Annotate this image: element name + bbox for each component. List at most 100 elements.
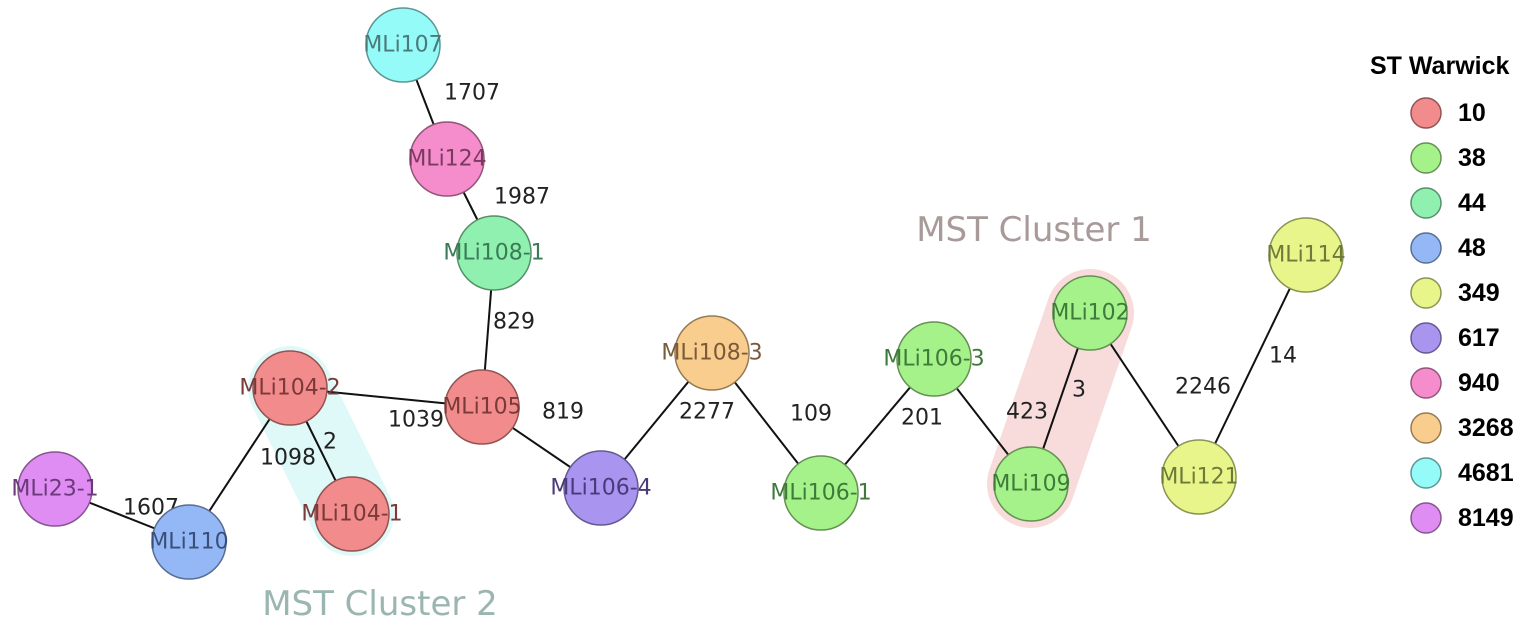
legend-swatch [1410, 457, 1442, 489]
node-circle [1268, 217, 1344, 293]
legend-swatch [1410, 412, 1442, 444]
edge-label-MLi124-MLi108-1: 1987 [494, 185, 550, 210]
legend-title: ST Warwick [1370, 52, 1509, 80]
node-MLi104-1[interactable]: MLi104-1 [301, 476, 403, 552]
node-MLi108-1[interactable]: MLi108-1 [443, 215, 545, 291]
legend-label: 10 [1458, 99, 1486, 127]
node-MLi106-4[interactable]: MLi106-4 [550, 450, 652, 526]
edge-label-MLi106-3-MLi109: 423 [1006, 400, 1048, 425]
node-label: MLi108-3 [661, 341, 762, 366]
node-circle [456, 215, 532, 291]
node-label: MLi110 [149, 530, 228, 555]
legend-label: 3268 [1458, 414, 1514, 442]
node-MLi124[interactable]: MLi124 [407, 121, 487, 197]
legend-swatch [1410, 277, 1442, 309]
legend-swatch [1410, 187, 1442, 219]
legend-label: 48 [1458, 234, 1486, 262]
legend-label: 617 [1458, 324, 1500, 352]
node-label: MLi106-4 [550, 476, 651, 501]
node-circle [365, 7, 441, 83]
node-label: MLi105 [442, 395, 521, 420]
legend-label: 349 [1458, 279, 1500, 307]
node-circle [252, 350, 328, 426]
node-circle [1052, 275, 1128, 351]
node-MLi106-3[interactable]: MLi106-3 [883, 321, 985, 397]
legend-swatch [1410, 142, 1442, 174]
legend-item-940: 940 [1410, 367, 1500, 399]
legend-swatch [1410, 97, 1442, 129]
legend-item-4681: 4681 [1410, 457, 1514, 489]
node-label: MLi109 [991, 472, 1070, 497]
node-circle [314, 476, 390, 552]
node-MLi107[interactable]: MLi107 [363, 7, 443, 83]
legend-label: 4681 [1458, 459, 1514, 487]
cluster-2-label: MST Cluster 2 [262, 584, 498, 624]
node-MLi105[interactable]: MLi105 [442, 369, 522, 445]
legend-label: 940 [1458, 369, 1500, 397]
node-circle [444, 369, 520, 445]
node-circle [563, 450, 639, 526]
node-label: MLi121 [1159, 465, 1238, 490]
legend-item-38: 38 [1410, 142, 1486, 174]
node-MLi23-1[interactable]: MLi23-1 [11, 451, 99, 527]
legend-item-10: 10 [1410, 97, 1486, 129]
node-label: MLi124 [407, 147, 486, 172]
edge-label-MLi108-1-MLi105: 829 [493, 310, 535, 335]
edge-label-MLi104-2-MLi105: 1039 [388, 408, 444, 433]
node-MLi104-2[interactable]: MLi104-2 [239, 350, 341, 426]
legend-swatch [1410, 232, 1442, 264]
node-label: MLi104-2 [239, 376, 340, 401]
node-circle [151, 504, 227, 580]
node-circle [409, 121, 485, 197]
node-MLi109[interactable]: MLi109 [991, 446, 1071, 522]
node-circle [674, 315, 750, 391]
legend-item-3268: 3268 [1410, 412, 1514, 444]
node-label: MLi106-1 [770, 481, 871, 506]
edge-label-MLi106-4-MLi108-3: 2277 [679, 400, 735, 425]
legend-items: 10 38 44 48 349 617 940 3268 4681 8149 [1410, 97, 1514, 534]
node-circle [993, 446, 1069, 522]
node-MLi106-1[interactable]: MLi106-1 [770, 455, 872, 531]
node-label: MLi114 [1266, 243, 1345, 268]
legend-swatch [1410, 322, 1442, 354]
edge-label-MLi108-3-MLi106-1: 109 [790, 402, 832, 427]
node-circle [17, 451, 93, 527]
legend-label: 44 [1458, 189, 1486, 217]
legend-label: 8149 [1458, 504, 1514, 532]
legend-item-8149: 8149 [1410, 502, 1514, 534]
legend-item-44: 44 [1410, 187, 1486, 219]
node-MLi102[interactable]: MLi102 [1050, 275, 1130, 351]
node-MLi114[interactable]: MLi114 [1266, 217, 1346, 293]
edge-label-MLi104-2-MLi110: 1098 [260, 446, 316, 471]
legend-item-349: 349 [1410, 277, 1500, 309]
legend-swatch [1410, 367, 1442, 399]
edge-label-MLi109-MLi102: 3 [1072, 378, 1086, 403]
edge-label-MLi107-MLi124: 1707 [444, 81, 500, 106]
legend-item-617: 617 [1410, 322, 1500, 354]
node-label: MLi102 [1050, 301, 1129, 326]
edge-label-MLi121-MLi114: 14 [1269, 344, 1297, 369]
edge-label-MLi102-MLi121: 2246 [1175, 375, 1231, 400]
node-MLi108-3[interactable]: MLi108-3 [661, 315, 763, 391]
node-MLi121[interactable]: MLi121 [1159, 439, 1239, 515]
node-label: MLi107 [363, 33, 442, 58]
node-MLi110[interactable]: MLi110 [149, 504, 229, 580]
node-label: MLi106-3 [883, 347, 984, 372]
node-label: MLi108-1 [443, 241, 544, 266]
node-label: MLi23-1 [11, 477, 98, 502]
legend-label: 38 [1458, 144, 1486, 172]
node-label: MLi104-1 [301, 502, 402, 527]
legend: ST Warwick 10 38 44 48 349 617 940 3268 4681 8149 [1370, 52, 1514, 534]
legend-item-48: 48 [1410, 232, 1486, 264]
cluster-1-label: MST Cluster 1 [916, 210, 1152, 250]
node-circle [1161, 439, 1237, 515]
edge-label-MLi106-1-MLi106-3: 201 [901, 406, 943, 431]
edge-label-MLi105-MLi106-4: 819 [542, 400, 584, 425]
edge-MLi121-MLi114 [1198, 254, 1307, 478]
edge-label-MLi104-2-MLi104-1: 2 [323, 430, 337, 455]
node-circle [896, 321, 972, 397]
node-circle [783, 455, 859, 531]
